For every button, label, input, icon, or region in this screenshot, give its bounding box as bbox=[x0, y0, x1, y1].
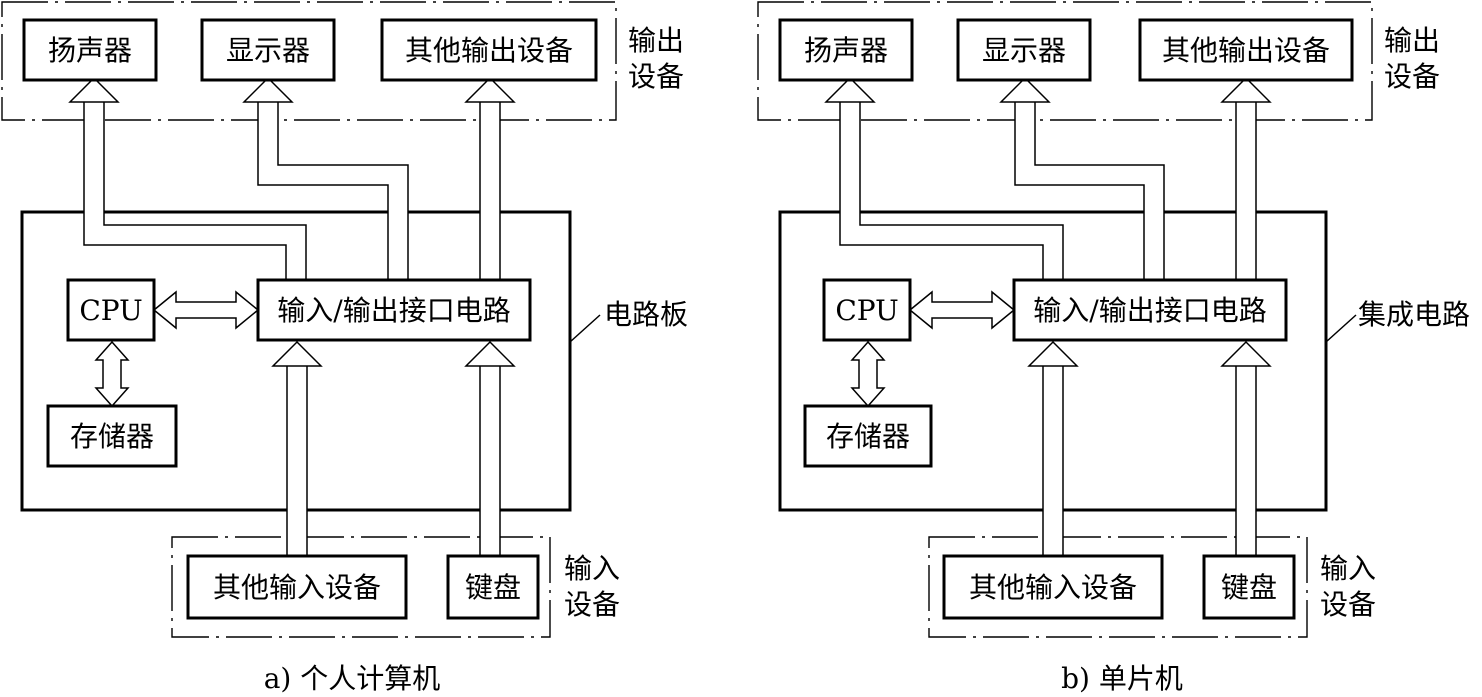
board-label-leader-b bbox=[1325, 314, 1357, 343]
output-device-label-line1: 输出 bbox=[1384, 24, 1440, 57]
output-device-group-b bbox=[757, 1, 1373, 121]
display-label: 显示器 bbox=[982, 34, 1066, 67]
diagram-b: 扬声器 显示器 其他输出设备 CPU 输入/输出接口电路 存储器 其他输入设备 bbox=[757, 1, 1470, 695]
output-device-label-line1: 输出 bbox=[628, 24, 684, 57]
other-output-block-b: 其他输出设备 bbox=[1138, 18, 1354, 82]
caption-b: b) 单片机 bbox=[1061, 662, 1183, 695]
speaker-label: 扬声器 bbox=[48, 34, 132, 67]
output-device-group-a bbox=[1, 1, 617, 121]
other-input-block-a: 其他输入设备 bbox=[186, 554, 408, 620]
diagram-a: 扬声器 显示器 其他输出设备 CPU 输入/输出接口电路 存储器 其他输入设备 bbox=[1, 1, 688, 695]
board-label-leader-a bbox=[569, 314, 601, 343]
board-label: 电路板 bbox=[604, 298, 688, 331]
memory-block-b: 存储器 bbox=[803, 404, 933, 468]
keyboard-label: 键盘 bbox=[1221, 571, 1277, 604]
cpu-label: CPU bbox=[835, 294, 898, 327]
cpu-io-double-arrow-a bbox=[152, 290, 260, 330]
bus-keyboard-to-io-a bbox=[464, 340, 516, 556]
display-block-b: 显示器 bbox=[956, 18, 1092, 82]
other-output-block-a: 其他输出设备 bbox=[380, 18, 598, 82]
io-interface-block-b: 输入/输出接口电路 bbox=[1012, 278, 1288, 342]
bus-io-to-speaker-a bbox=[68, 76, 307, 280]
input-device-group-a bbox=[171, 536, 551, 638]
memory-label: 存储器 bbox=[70, 420, 154, 453]
keyboard-block-a: 键盘 bbox=[446, 554, 540, 620]
speaker-arrowhead-a bbox=[68, 76, 120, 103]
input-device-label-line2: 设备 bbox=[1320, 588, 1376, 621]
display-block-a: 显示器 bbox=[200, 18, 336, 82]
bus-io-to-other-output-a bbox=[464, 76, 516, 280]
display-arrowhead-b bbox=[999, 76, 1051, 103]
input-device-label-line2: 设备 bbox=[564, 588, 620, 621]
keyboard-label: 键盘 bbox=[465, 571, 521, 604]
input-device-label-line1: 输入 bbox=[564, 552, 620, 585]
other-output-arrowhead-a bbox=[464, 76, 516, 103]
output-device-label-line2: 设备 bbox=[1384, 60, 1440, 93]
cpu-memory-double-arrow-a bbox=[94, 340, 130, 408]
display-label: 显示器 bbox=[226, 34, 310, 67]
bus-io-to-other-output-b bbox=[1220, 76, 1272, 280]
cpu-block-b: CPU bbox=[822, 278, 912, 342]
bus-io-to-display-b bbox=[999, 76, 1165, 280]
speaker-label: 扬声器 bbox=[804, 34, 888, 67]
bus-other-input-to-io-b bbox=[1027, 340, 1079, 556]
bus-keyboard-to-io-b bbox=[1220, 340, 1272, 556]
io-interface-label: 输入/输出接口电路 bbox=[1033, 294, 1266, 327]
display-arrowhead-a bbox=[242, 76, 294, 103]
output-device-label-line2: 设备 bbox=[628, 60, 684, 93]
bus-io-to-speaker-b bbox=[824, 76, 1064, 280]
cpu-block-a: CPU bbox=[66, 278, 156, 342]
keyboard-arrowhead-a bbox=[464, 340, 516, 367]
bus-io-to-display-a bbox=[242, 76, 409, 280]
other-input-arrowhead-a bbox=[271, 340, 323, 367]
cpu-memory-double-arrow-b bbox=[850, 340, 886, 408]
other-input-label: 其他输入设备 bbox=[969, 571, 1137, 604]
other-output-label: 其他输出设备 bbox=[1162, 34, 1330, 67]
speaker-block-b: 扬声器 bbox=[778, 18, 914, 82]
other-output-arrowhead-b bbox=[1220, 76, 1272, 103]
memory-label: 存储器 bbox=[826, 420, 910, 453]
io-interface-label: 输入/输出接口电路 bbox=[277, 294, 510, 327]
io-interface-block-a: 输入/输出接口电路 bbox=[256, 278, 532, 342]
input-device-group-b bbox=[928, 536, 1308, 638]
bus-other-input-to-io-a bbox=[271, 340, 323, 556]
other-input-arrowhead-b bbox=[1027, 340, 1079, 367]
speaker-arrowhead-b bbox=[824, 76, 876, 103]
keyboard-arrowhead-b bbox=[1220, 340, 1272, 367]
other-input-label: 其他输入设备 bbox=[213, 571, 381, 604]
memory-block-a: 存储器 bbox=[46, 404, 178, 468]
speaker-block-a: 扬声器 bbox=[22, 18, 158, 82]
caption-a: a) 个人计算机 bbox=[264, 662, 441, 695]
input-device-label-line1: 输入 bbox=[1320, 552, 1376, 585]
cpu-io-double-arrow-b bbox=[908, 290, 1016, 330]
other-input-block-b: 其他输入设备 bbox=[942, 554, 1164, 620]
other-output-label: 其他输出设备 bbox=[405, 34, 573, 67]
integrated-circuit-label: 集成电路 bbox=[1358, 298, 1470, 331]
cpu-label: CPU bbox=[79, 294, 142, 327]
keyboard-block-b: 键盘 bbox=[1202, 554, 1296, 620]
